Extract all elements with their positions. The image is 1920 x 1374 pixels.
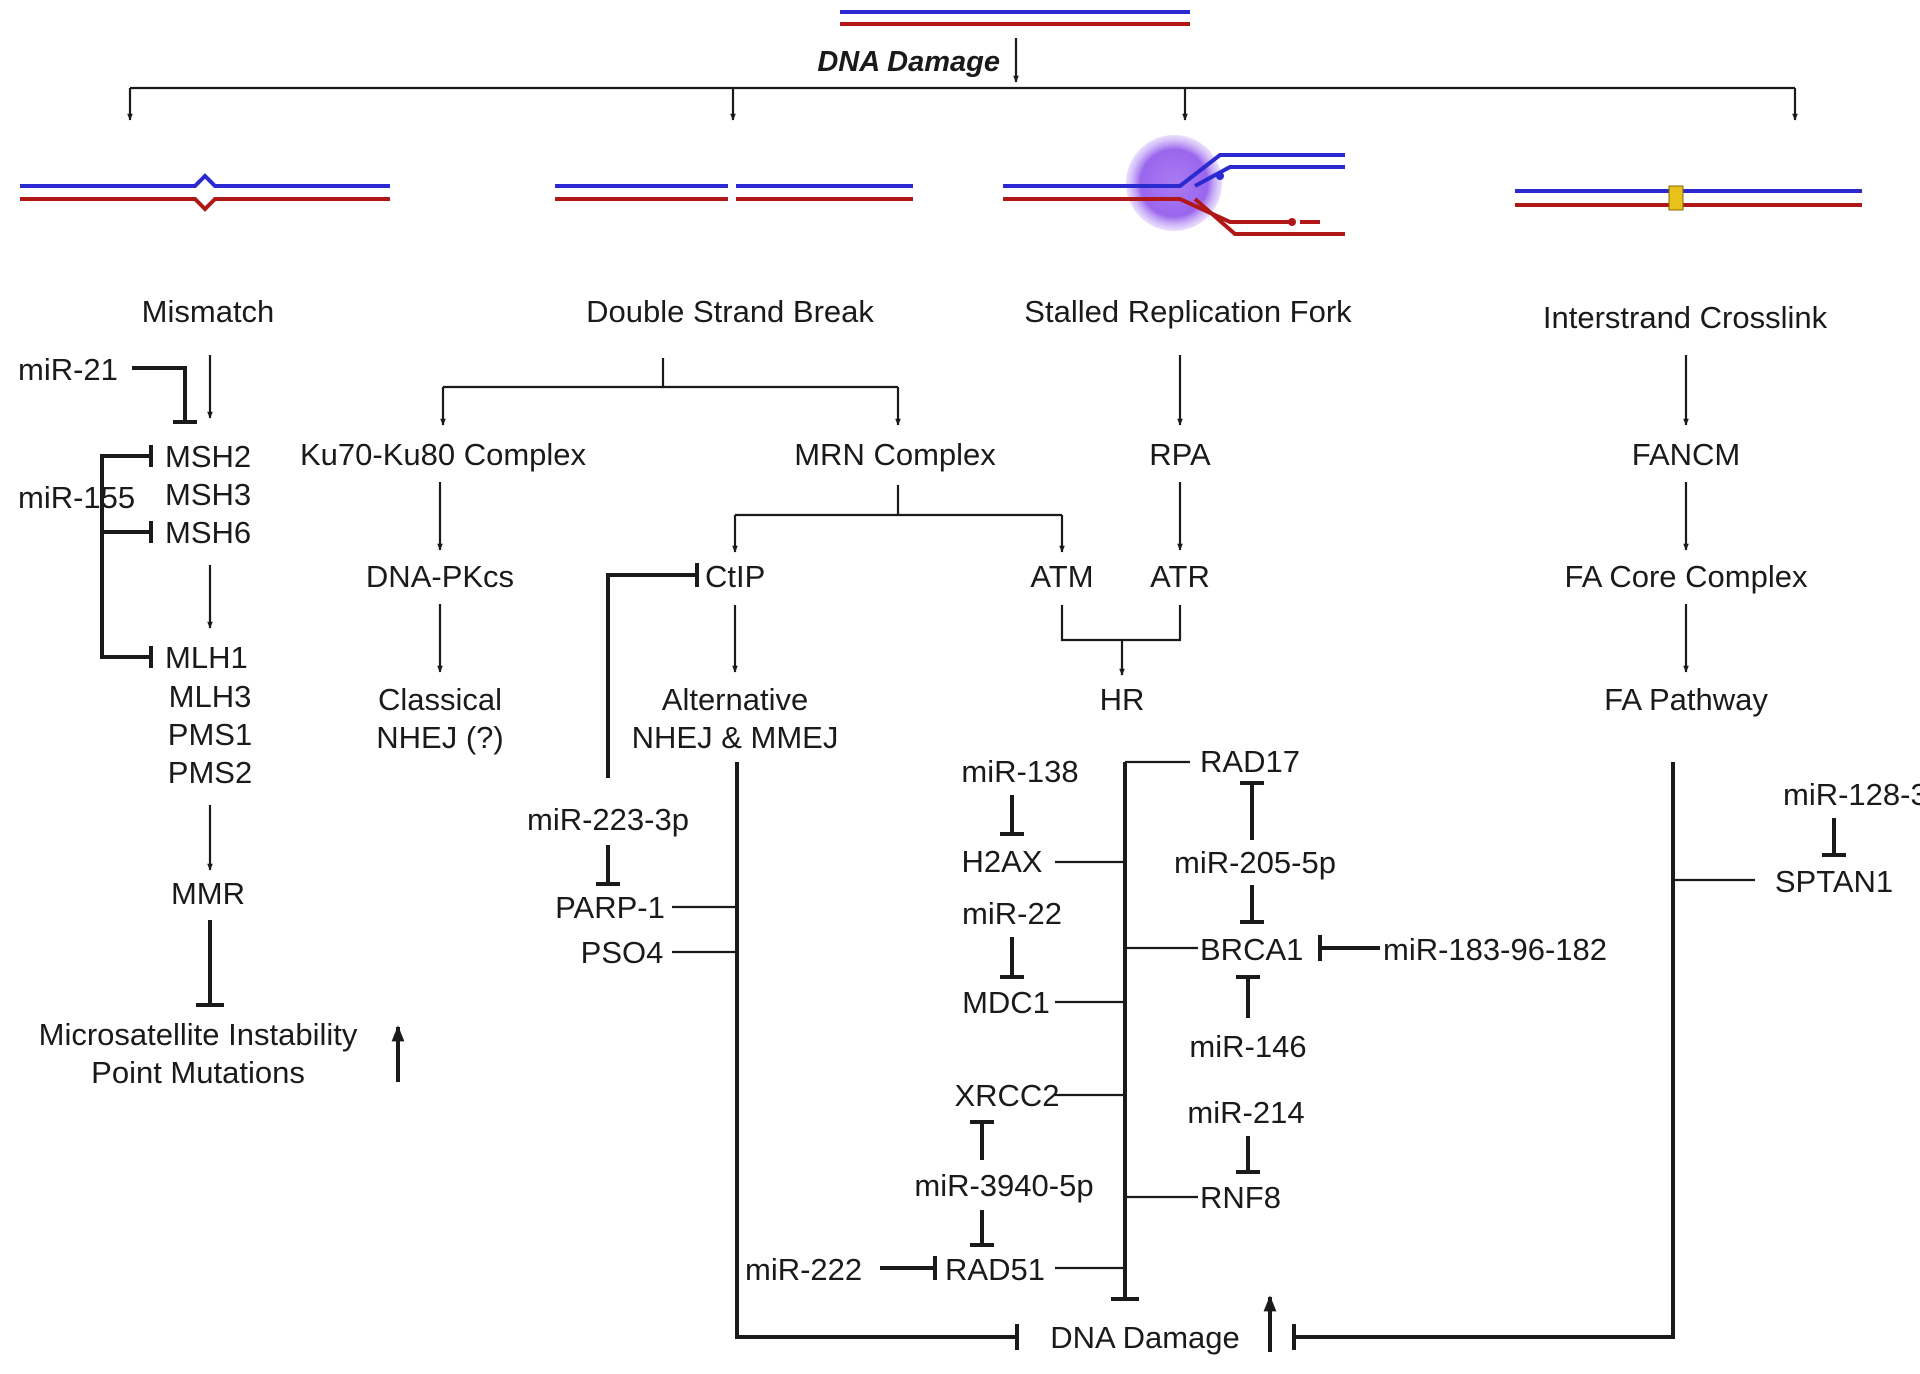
classical-nhej-line-2: NHEJ (?) (376, 720, 503, 755)
alt-nhej-damage-line (735, 762, 1015, 1339)
mir-3940-label: miR-3940-5p (914, 1168, 1093, 1203)
atr-label: ATR (1150, 559, 1210, 594)
msh3-label: MSH3 (165, 477, 251, 512)
rad17-label: RAD17 (1200, 744, 1300, 779)
h2ax-label: H2AX (962, 844, 1043, 879)
pms1-label: PMS1 (168, 717, 252, 752)
pms2-label: PMS2 (168, 755, 252, 790)
crosslink-dna-icon (1515, 185, 1862, 211)
mir-21-label: miR-21 (18, 352, 118, 387)
fa-core-label: FA Core Complex (1565, 559, 1808, 594)
classical-nhej-line-1: Classical (378, 682, 502, 717)
icl-label: Interstrand Crosslink (1543, 300, 1828, 335)
xrcc2-label: XRCC2 (954, 1078, 1059, 1113)
fa-pathway-label: FA Pathway (1604, 682, 1768, 717)
ctip-label: CtIP (705, 559, 765, 594)
msh2-label: MSH2 (165, 439, 251, 474)
mismatch-label: Mismatch (142, 294, 275, 329)
dna-damage-outcome-label: DNA Damage (1050, 1320, 1240, 1355)
msh6-label: MSH6 (165, 515, 251, 550)
rpa-label: RPA (1149, 437, 1211, 472)
sptan1-label: SPTAN1 (1775, 864, 1893, 899)
ku70-ku80-label: Ku70-Ku80 Complex (300, 437, 587, 472)
atm-atr-merge (1060, 605, 1182, 642)
mir-22-label: miR-22 (962, 896, 1062, 931)
top-dna-strand (840, 10, 1190, 26)
mlh3-label: MLH3 (169, 679, 252, 714)
pso4-label: PSO4 (581, 935, 664, 970)
mir-155-spine (100, 454, 150, 659)
atm-label: ATM (1030, 559, 1093, 594)
replication-fork-icon (1003, 135, 1345, 236)
mir-223-label: miR-223-3p (527, 802, 689, 837)
mrn-complex-label: MRN Complex (794, 437, 996, 472)
mir-205-label: miR-205-5p (1174, 845, 1336, 880)
mismatch-dna-icon (20, 173, 390, 212)
fa-damage-line (1296, 762, 1675, 1339)
rad51-label: RAD51 (945, 1252, 1045, 1287)
mir-155-label: miR-155 (18, 480, 135, 515)
mir-21-inhibit-line (132, 366, 187, 420)
rnf8-label: RNF8 (1200, 1180, 1281, 1215)
mir-128-label: miR-128-3p (1783, 777, 1920, 812)
diagram-title: DNA Damage (817, 46, 1000, 78)
mlh1-label: MLH1 (165, 640, 248, 675)
outcome-line-2: Point Mutations (91, 1055, 305, 1090)
dsb-label: Double Strand Break (586, 294, 874, 329)
dsb-dna-icon (555, 184, 913, 201)
alt-nhej-line-1: Alternative (662, 682, 808, 717)
alt-nhej-line-2: NHEJ & MMEJ (632, 720, 839, 755)
fork-label: Stalled Replication Fork (1024, 294, 1352, 329)
mir-214-label: miR-214 (1187, 1095, 1304, 1130)
mmr-label: MMR (171, 876, 245, 911)
brca1-label: BRCA1 (1200, 932, 1303, 967)
outcome-line-1: Microsatellite Instability (39, 1017, 358, 1052)
hr-label: HR (1100, 682, 1145, 717)
mir-138-label: miR-138 (961, 754, 1078, 789)
mir-183-96-182-label: miR-183-96-182 (1383, 932, 1607, 967)
mir-222-label: miR-222 (745, 1252, 862, 1287)
mdc1-label: MDC1 (962, 985, 1050, 1020)
fancm-label: FANCM (1632, 437, 1741, 472)
mir-146-label: miR-146 (1189, 1029, 1306, 1064)
dnapkcs-label: DNA-PKcs (366, 559, 514, 594)
mir-223-to-ctip-line (606, 573, 695, 778)
parp1-label: PARP-1 (555, 890, 665, 925)
